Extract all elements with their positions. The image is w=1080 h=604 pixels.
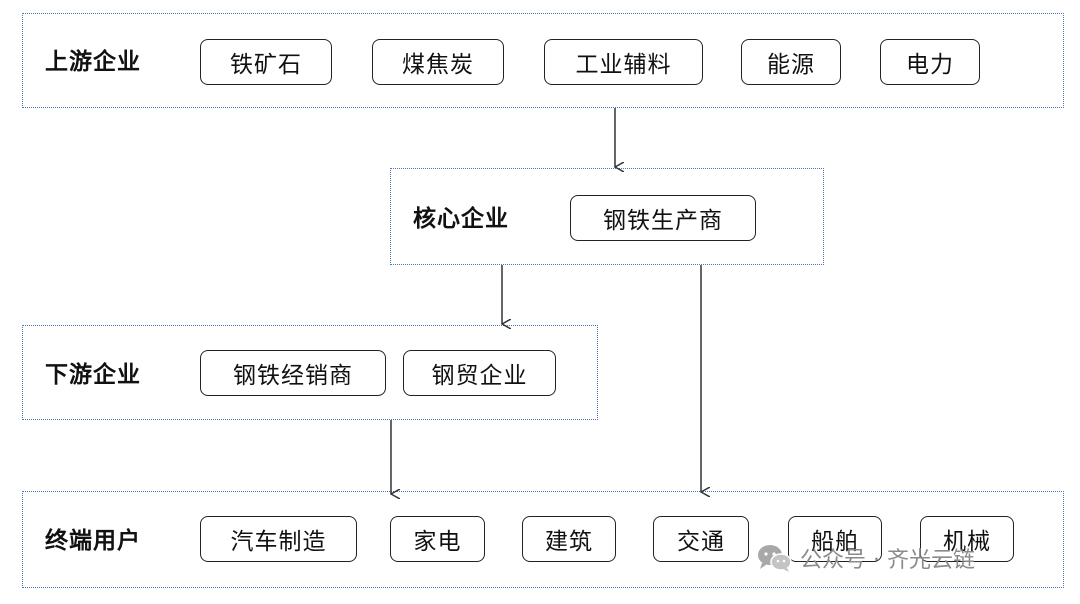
downstream-group: 下游企业 钢铁经销商 钢贸企业 bbox=[22, 325, 598, 420]
node-energy: 能源 bbox=[741, 39, 841, 85]
node-shipbuilding: 船舶 bbox=[788, 516, 882, 562]
node-construction: 建筑 bbox=[522, 516, 616, 562]
watermark: 公众号 · 齐光云链 bbox=[756, 542, 975, 574]
upstream-group: 上游企业 铁矿石 煤焦炭 工业辅料 能源 电力 bbox=[22, 13, 1064, 108]
node-home-appliances: 家电 bbox=[390, 516, 485, 562]
node-steel-distributor: 钢铁经销商 bbox=[200, 350, 386, 396]
upstream-title: 上游企业 bbox=[45, 49, 141, 75]
core-group: 核心企业 钢铁生产商 bbox=[390, 168, 824, 265]
node-iron-ore: 铁矿石 bbox=[200, 39, 332, 85]
node-steel-trading-company: 钢贸企业 bbox=[403, 350, 556, 396]
watermark-text: 公众号 · 齐光云链 bbox=[800, 548, 975, 573]
node-coal-coke: 煤焦炭 bbox=[372, 39, 504, 85]
node-transportation: 交通 bbox=[653, 516, 749, 562]
node-automobile-manufacturing: 汽车制造 bbox=[200, 516, 357, 562]
node-industrial-materials: 工业辅料 bbox=[544, 39, 703, 85]
node-steel-producer: 钢铁生产商 bbox=[570, 195, 756, 241]
core-title: 核心企业 bbox=[413, 206, 509, 232]
wechat-icon bbox=[758, 545, 792, 572]
end-users-group: 终端用户 汽车制造 家电 建筑 交通 船舶 机械 bbox=[22, 491, 1064, 588]
downstream-title: 下游企业 bbox=[45, 362, 141, 388]
end-users-title: 终端用户 bbox=[45, 528, 141, 554]
node-electricity: 电力 bbox=[880, 39, 980, 85]
node-machinery: 机械 bbox=[920, 516, 1014, 562]
